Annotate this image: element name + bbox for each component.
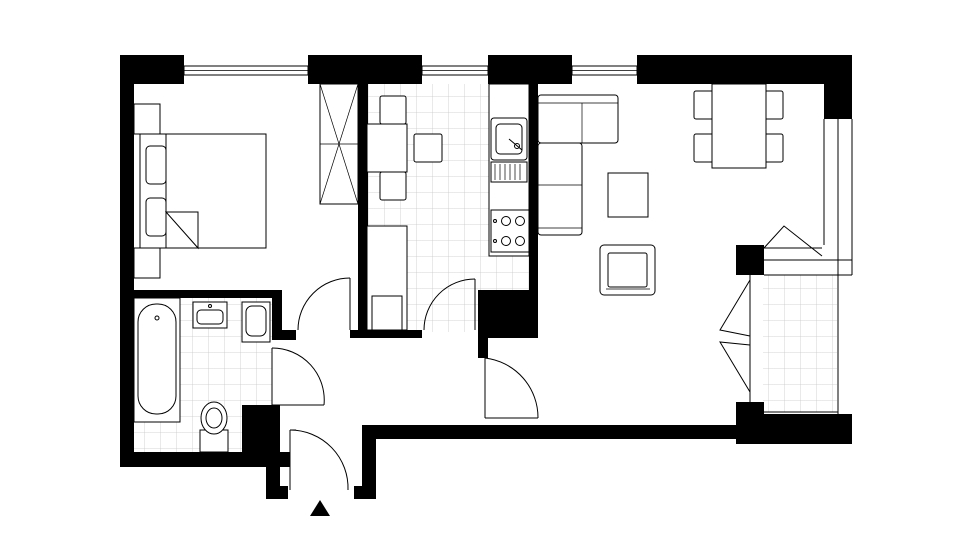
nightstand-bottom — [133, 247, 161, 279]
doors — [271, 225, 823, 491]
bedroom — [133, 83, 359, 279]
kitchen — [366, 83, 530, 331]
bed-duvet-fold — [164, 211, 199, 250]
fridge — [366, 225, 408, 331]
walls — [120, 55, 852, 499]
kitchen-chair — [379, 95, 407, 125]
kitchen-chair — [379, 171, 407, 201]
living-room — [537, 83, 784, 296]
dining-table — [711, 83, 767, 169]
bathtub — [133, 297, 181, 423]
windows — [183, 65, 853, 414]
triangle-up-icon — [310, 500, 330, 516]
armchair-icon — [599, 244, 656, 296]
drainer-board — [490, 161, 528, 183]
kitchen-table — [366, 123, 408, 173]
corner-sofa — [537, 94, 619, 144]
bathroom — [133, 297, 271, 453]
balcony-floor-tiles — [763, 275, 837, 412]
pillow-top — [145, 145, 167, 185]
pillow-bottom — [145, 197, 167, 237]
toilet-icon — [199, 401, 229, 453]
kitchen-chair — [413, 133, 443, 163]
coffee-table — [607, 172, 649, 218]
hob-icon — [490, 209, 530, 253]
nightstand-top — [133, 103, 161, 135]
